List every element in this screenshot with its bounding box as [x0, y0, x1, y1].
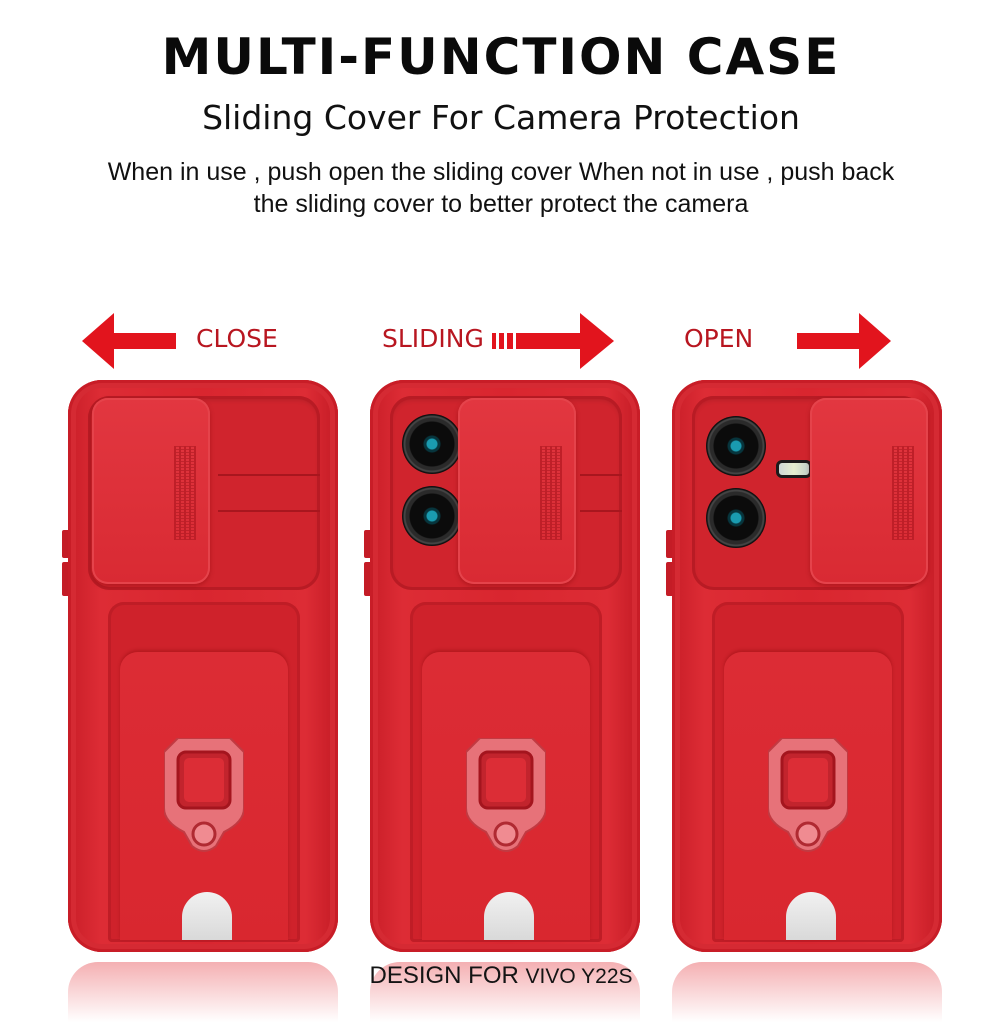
card-slot-cover [724, 652, 892, 940]
ring-holder-icon [768, 738, 848, 852]
side-button [364, 562, 370, 596]
phone-case-open [666, 380, 942, 952]
state-label-close: CLOSE [196, 324, 278, 353]
compatibility-caption: DESIGN FOR VIVO Y22S [0, 962, 1002, 990]
card-push-hole [182, 892, 232, 940]
state-label-sliding: SLIDING [382, 324, 484, 353]
camera-flash-icon [776, 460, 812, 478]
card-slot-cover [120, 652, 288, 940]
slider-track-line [580, 474, 622, 476]
camera-slide-cover[interactable] [458, 398, 576, 584]
card-pocket [712, 602, 904, 942]
side-button [62, 562, 68, 596]
camera-lens-icon [706, 488, 766, 548]
side-button [666, 562, 672, 596]
description: When in use , push open the sliding cove… [60, 156, 942, 220]
side-button [666, 530, 672, 558]
dashed-arrow-right-icon [492, 313, 614, 369]
design-for-label: DESIGN FOR [369, 962, 519, 989]
slider-grip [540, 446, 562, 540]
camera-lens-icon [706, 416, 766, 476]
phone-case-closed [62, 380, 338, 952]
camera-slide-cover[interactable] [810, 398, 928, 584]
slider-track-line [580, 510, 622, 512]
description-line-2: the sliding cover to better protect the … [253, 190, 749, 218]
card-pocket [108, 602, 300, 942]
state-label-open: OPEN [684, 324, 754, 353]
slider-grip [892, 446, 914, 540]
camera-lens-icon [402, 414, 462, 474]
slider-track-line [218, 510, 320, 512]
card-push-hole [484, 892, 534, 940]
arrow-left-icon [82, 313, 176, 369]
card-slot-cover [422, 652, 590, 940]
ring-holder-icon [466, 738, 546, 852]
slider-track-line [218, 474, 320, 476]
phone-model: VIVO Y22S [525, 965, 633, 988]
camera-slide-cover[interactable] [92, 398, 210, 584]
side-button [364, 530, 370, 558]
card-push-hole [786, 892, 836, 940]
camera-lens-icon [402, 486, 462, 546]
card-pocket [410, 602, 602, 942]
phone-case-sliding [364, 380, 640, 952]
slider-grip [174, 446, 196, 540]
description-line-1: When in use , push open the sliding cove… [107, 158, 895, 186]
page-title: MULTI-FUNCTION CASE [161, 28, 841, 86]
ring-holder-icon [164, 738, 244, 852]
page-subtitle: Sliding Cover For Camera Protection [202, 98, 800, 137]
arrow-right-icon [797, 313, 891, 369]
side-button [62, 530, 68, 558]
